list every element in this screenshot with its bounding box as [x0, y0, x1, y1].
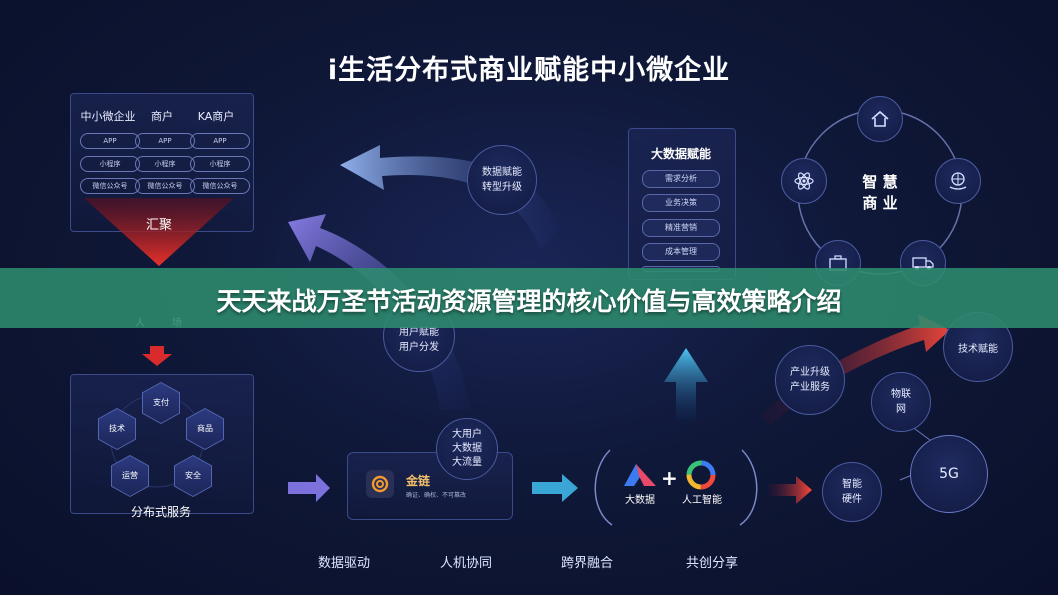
data-upgrade-line1: 数据赋能: [482, 167, 522, 178]
pill: 小程序: [190, 156, 250, 172]
fiveg-label: 5G: [939, 466, 959, 482]
gold-chain-name: 金链: [406, 474, 431, 488]
gold-chain-bubble: 大用户大数据大流量: [436, 418, 498, 480]
bigdata-logo-icon: [624, 464, 656, 486]
pill: 微信公众号: [190, 178, 250, 194]
iot-line1: 物联: [891, 389, 911, 400]
ai-label: 人工智能: [682, 495, 722, 506]
industry-line1: 产业升级: [790, 367, 830, 378]
smart-hw-node: 智能硬件: [822, 462, 882, 522]
smart-business-line1: 智 慧: [862, 173, 898, 191]
red-down-arrow: [142, 346, 172, 366]
big-data-item: 精准营销: [642, 219, 720, 237]
bubble-line: 大流量: [452, 457, 482, 468]
gold-chain-icon: [366, 470, 394, 498]
converge-arrow: [84, 198, 234, 266]
pill: 小程序: [80, 156, 140, 172]
user-empower-line1: 用户赋能: [399, 327, 439, 338]
data-upgrade-node: 数据赋能转型升级: [467, 145, 537, 215]
cyan-right-arrow: [532, 474, 578, 502]
globe-hand-icon: [935, 158, 981, 204]
red-right-arrow: [768, 476, 812, 504]
pill: APP: [135, 133, 195, 149]
big-data-item: 成本管理: [642, 243, 720, 261]
col-title-ka: KA商户: [197, 110, 235, 123]
smart-hw-line1: 智能: [842, 479, 862, 490]
headline-text: 天天来战万圣节活动资源管理的核心价值与高效策略介绍: [216, 287, 842, 316]
distributed-label: 分布式服务: [130, 505, 191, 519]
smart-hw-line2: 硬件: [842, 494, 862, 505]
iot-line2: 网: [896, 404, 906, 415]
bubble-line: 大数据: [452, 443, 482, 454]
purple-right-arrow: [288, 474, 330, 502]
industry-line2: 产业服务: [790, 382, 830, 393]
pill: 微信公众号: [135, 178, 195, 194]
bigdata-label: 大数据: [625, 495, 655, 506]
ai-arc-right: [739, 449, 758, 526]
fiveg-node: 5G: [910, 435, 988, 513]
pill: APP: [190, 133, 250, 149]
bottom-label-human-machine: 人机协同: [439, 556, 492, 571]
bottom-label-data-driven: 数据驱动: [317, 556, 370, 571]
user-empower-line2: 用户分发: [399, 342, 439, 353]
home-icon: [857, 96, 903, 142]
bottom-label-co-create: 共创分享: [685, 556, 738, 571]
red-diag-arrow: [760, 314, 950, 425]
iot-node: 物联网: [871, 372, 931, 432]
plus-sign: +: [661, 466, 678, 490]
converge-label: 汇聚: [145, 218, 172, 233]
ai-arc: [594, 449, 613, 526]
ai-logo-icon: [686, 460, 716, 490]
blue-curve-arrow: [340, 145, 560, 250]
col-title-merchant: 商户: [151, 110, 173, 123]
col-title-sme: 中小微企业: [80, 110, 136, 123]
bottom-label-cross-border: 跨界融合: [560, 556, 613, 571]
smart-business-line2: 商 业: [862, 194, 898, 212]
big-data-item: 业务决策: [642, 194, 720, 212]
atom-icon: [781, 158, 827, 204]
smart-business-label: 智 慧 商 业: [845, 172, 915, 214]
gold-chain-sub: 确证、确权、不可篡改: [406, 492, 467, 499]
pill: 微信公众号: [80, 178, 140, 194]
page-title: i生活分布式商业赋能中小微企业: [327, 55, 731, 86]
data-upgrade-line2: 转型升级: [482, 182, 522, 193]
big-data-item: 需求分析: [642, 170, 720, 188]
hex-security: 安全: [174, 455, 212, 497]
tech-label: 技术赋能: [958, 343, 998, 355]
big-data-title: 大数据赋能: [650, 147, 711, 161]
pill: 小程序: [135, 156, 195, 172]
pill: APP: [80, 133, 140, 149]
headline-banner: [0, 268, 1058, 328]
cyan-up-arrow: [664, 348, 708, 420]
bubble-line: 大用户: [452, 429, 482, 440]
industry-node: 产业升级产业服务: [775, 345, 845, 415]
purple-curve-arrow: [288, 214, 470, 410]
